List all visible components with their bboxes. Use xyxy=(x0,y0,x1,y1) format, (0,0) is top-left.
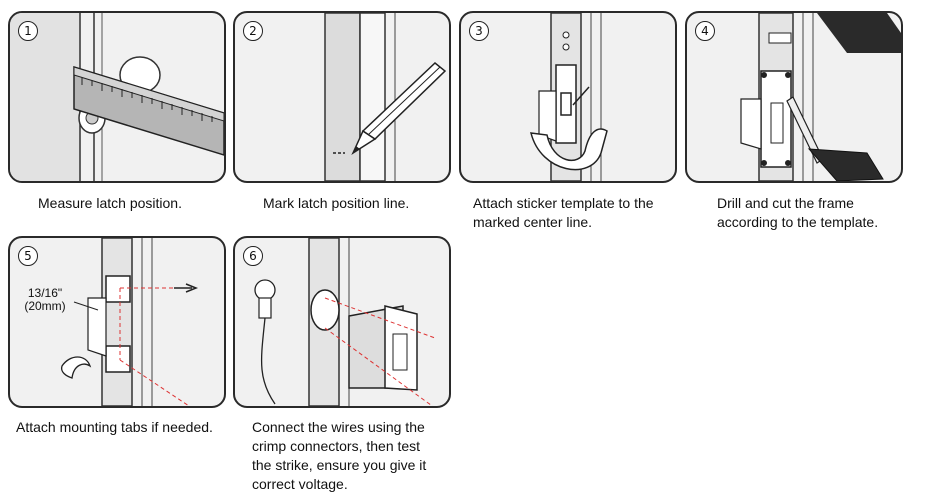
step-2-panel: 2 xyxy=(233,11,451,183)
step-1-panel: 1 xyxy=(8,11,226,183)
step-6-panel: 6 xyxy=(233,236,451,408)
step-2-number: 2 xyxy=(243,21,263,41)
step-5-panel: 5 13/16" (20mm) xyxy=(8,236,226,408)
step-4-illustration xyxy=(740,13,901,181)
step-3-illustration xyxy=(530,13,608,181)
step-2-caption: Mark latch position line. xyxy=(263,195,410,211)
step-1-illustration xyxy=(10,13,224,181)
step-5-caption: Attach mounting tabs if needed. xyxy=(16,419,213,435)
step-5-number: 5 xyxy=(18,246,38,266)
step-6-caption: Connect the wires using the crimp connec… xyxy=(252,419,427,492)
step-3-number: 3 xyxy=(469,21,489,41)
step-3-panel: 3 xyxy=(459,11,677,183)
step-5-measurement-label: 13/16" (20mm) xyxy=(24,286,66,313)
step-5-illustration xyxy=(60,238,199,406)
step-6-illustration xyxy=(254,238,436,406)
step-4-panel: 4 xyxy=(685,11,903,183)
step-1-caption: Measure latch position. xyxy=(38,195,182,211)
step-1-number: 1 xyxy=(18,21,38,41)
step-3-caption: Attach sticker template to the marked ce… xyxy=(473,195,654,230)
step-4-number: 4 xyxy=(695,21,715,41)
step-2-illustration xyxy=(324,13,447,181)
step-4-caption: Drill and cut the frame according to the… xyxy=(717,195,879,230)
step-6-number: 6 xyxy=(243,246,263,266)
